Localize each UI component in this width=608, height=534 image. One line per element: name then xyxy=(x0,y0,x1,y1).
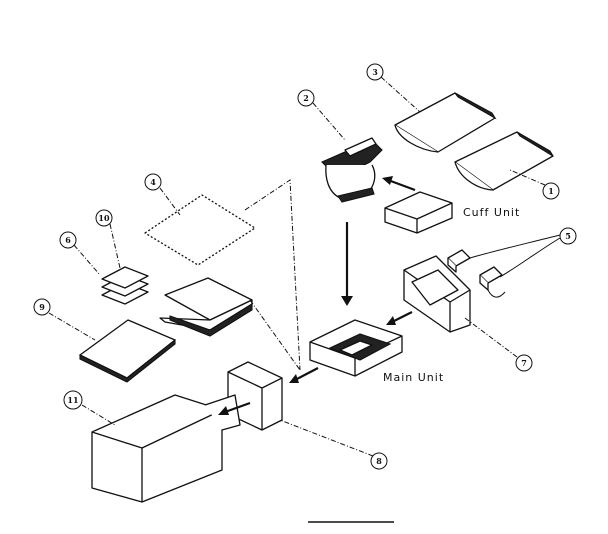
arrow-adapter-to-case xyxy=(224,401,251,414)
svg-text:9: 9 xyxy=(39,302,45,312)
svg-text:4: 4 xyxy=(150,177,156,187)
part-4-sheet xyxy=(144,194,256,266)
svg-text:2: 2 xyxy=(303,93,309,103)
callout-11: 11 xyxy=(63,390,83,410)
part-8-ac-adapter xyxy=(227,361,283,431)
svg-text:8: 8 xyxy=(376,456,382,466)
callout-10: 10 xyxy=(95,209,113,227)
part-9-base-plate xyxy=(79,319,176,383)
svg-text:7: 7 xyxy=(521,358,527,368)
cuff-unit-block xyxy=(384,191,453,234)
guide-line-board xyxy=(249,299,301,371)
main-unit-label: Main Unit xyxy=(383,371,444,384)
folded-board xyxy=(159,277,253,337)
callout-5: 5 xyxy=(559,227,577,245)
arrow-main-to-adapter xyxy=(294,367,319,381)
svg-text:1: 1 xyxy=(548,186,554,196)
part-2-cuff-holder xyxy=(321,137,383,203)
arrow-cuff-to-holder xyxy=(387,178,416,192)
part-1-cuff-sleeve xyxy=(454,131,554,191)
callout-1: 1 xyxy=(542,182,560,200)
arrowhead-holder-to-main xyxy=(341,296,353,306)
svg-text:11: 11 xyxy=(67,395,78,405)
part-11-case xyxy=(91,394,241,503)
svg-text:3: 3 xyxy=(372,67,378,77)
part-3-cuff-sleeve xyxy=(394,92,497,153)
arrowhead-main-to-adapter xyxy=(289,374,299,383)
svg-text:10: 10 xyxy=(98,213,110,223)
arrowhead-cuff-to-holder xyxy=(382,176,393,185)
main-unit-body xyxy=(309,319,403,377)
part-6-card-stack xyxy=(101,266,149,305)
svg-text:6: 6 xyxy=(65,235,71,245)
callout-3: 3 xyxy=(366,63,384,81)
callout-9: 9 xyxy=(33,298,51,316)
callout-4: 4 xyxy=(144,173,162,191)
arrowhead-housing-to-main xyxy=(386,316,396,325)
callout-2: 2 xyxy=(297,89,315,107)
guide-line-triangle xyxy=(244,179,301,371)
callout-7: 7 xyxy=(515,354,533,372)
cuff-unit-label: Cuff Unit xyxy=(463,206,520,219)
part-5-connectors xyxy=(447,234,561,298)
svg-text:5: 5 xyxy=(565,231,571,241)
callout-6: 6 xyxy=(59,231,77,249)
callout-8: 8 xyxy=(370,452,388,470)
arrowhead-adapter-to-case xyxy=(218,406,229,415)
arrow-housing-to-main xyxy=(391,311,413,323)
callout-leaders xyxy=(48,76,546,457)
part-7-housing-frame xyxy=(403,255,471,333)
